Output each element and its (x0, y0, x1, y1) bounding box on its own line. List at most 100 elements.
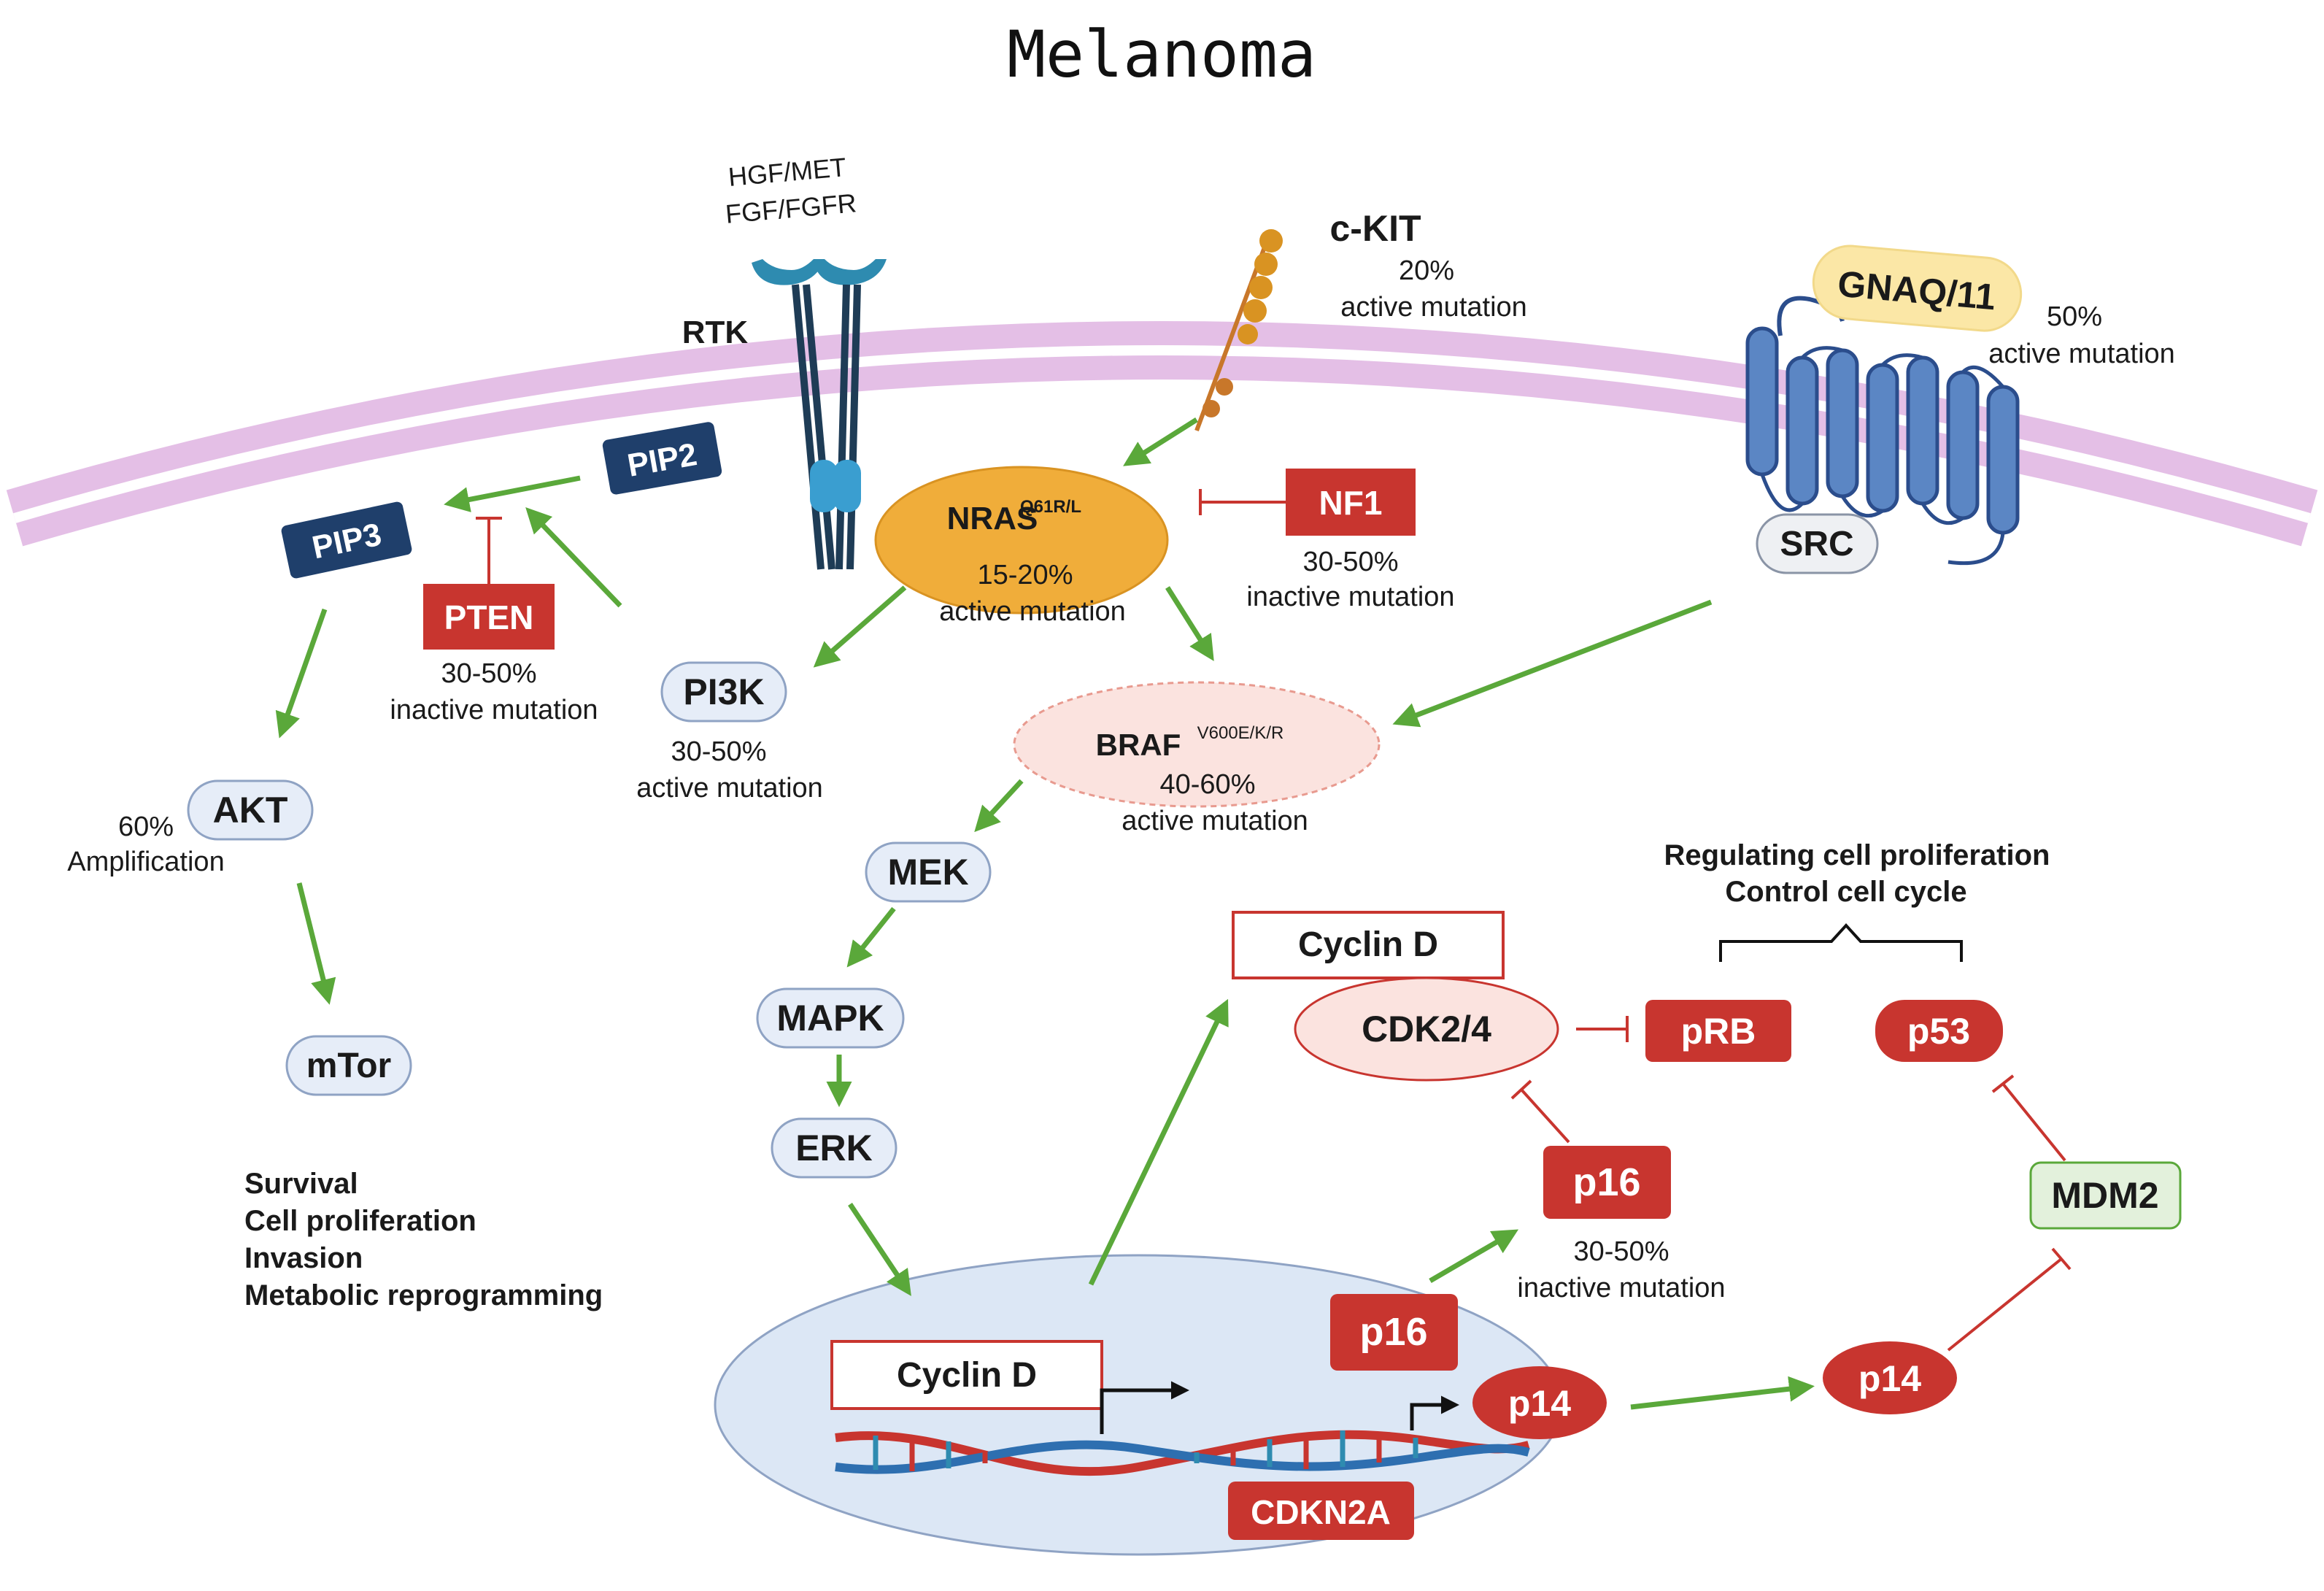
arrow-nras-to-braf (1165, 586, 1214, 661)
transcription-arrow-cyclind (1100, 1381, 1189, 1434)
src-label: SRC (1780, 525, 1853, 563)
pip3-node: PIP3 (281, 501, 412, 579)
ckit-percent: 20% (1399, 255, 1454, 286)
arrow-akt-to-mtor (296, 882, 336, 1005)
inhibit-pten-pip (476, 517, 502, 584)
activation-arrows (275, 417, 1815, 1410)
p14-nuclear-node: p14 (1472, 1366, 1607, 1439)
pi3k-mutation: active mutation (636, 773, 823, 804)
p53-node: p53 (1875, 1000, 2003, 1062)
arrow-erk-to-nucleus (848, 1203, 911, 1296)
dna-helix (835, 1430, 1530, 1476)
arrow-p14-nuclear-to-p14 (1630, 1376, 1815, 1410)
inhibit-p16-cdk (1510, 1079, 1570, 1144)
inhibition-lines (476, 489, 2072, 1352)
cyclind-top-label: Cyclin D (1298, 925, 1438, 964)
nras-node: NRAS Q61R/L 15-20% (874, 466, 1169, 615)
p16-nuclear-node: p16 (1330, 1294, 1458, 1371)
p14-nuclear-label: p14 (1508, 1383, 1571, 1424)
nf1-label: NF1 (1319, 484, 1383, 522)
braf-percent: 40-60% (1160, 769, 1256, 800)
braf-superscript: V600E/K/R (1197, 723, 1284, 743)
nras-percent: 15-20% (978, 560, 1073, 590)
p16-top-node: p16 (1543, 1146, 1671, 1219)
cyclind-nuclear-label: Cyclin D (897, 1356, 1037, 1395)
arrow-pip2-to-pip3 (444, 475, 581, 512)
nf1-node: NF1 (1286, 469, 1416, 536)
rtk-label: RTK (682, 315, 749, 350)
gnaq-badge: GNAQ/11 (1812, 244, 2023, 332)
cdk-label: CDK2/4 (1362, 1009, 1491, 1049)
cyclind-nuclear-node: Cyclin D (830, 1340, 1103, 1410)
outcome-item: Invasion (244, 1242, 363, 1274)
p16-percent: 30-50% (1574, 1236, 1669, 1267)
nf1-percent: 30-50% (1303, 547, 1399, 577)
p16-top-label: p16 (1572, 1160, 1640, 1204)
arrow-nucleus-to-cyclind (1088, 998, 1229, 1286)
pten-percent: 30-50% (441, 658, 537, 689)
rtk-receptor (752, 259, 887, 570)
nf1-mutation: inactive mutation (1246, 582, 1454, 612)
arrow-p16-nuclear-to-p16 (1429, 1229, 1519, 1284)
transcription-arrow-p14 (1410, 1395, 1459, 1430)
pi3k-label: PI3K (683, 671, 764, 712)
ckit-receptor (1194, 229, 1283, 432)
mdm2-node: MDM2 (2029, 1161, 2182, 1230)
inhibit-p14-mdm2 (1947, 1247, 2072, 1352)
p14-right-node: p14 (1823, 1341, 1957, 1414)
rtk-ligand-label-1: HGF/MET (727, 152, 847, 192)
bracket: Regulating cell proliferation Control ce… (1664, 839, 2050, 962)
mapk-label: MAPK (776, 998, 884, 1039)
src-node: SRC (1756, 513, 1879, 574)
akt-label: AKT (213, 790, 288, 831)
p53-label: p53 (1907, 1011, 1970, 1052)
akt-percent: 60% (118, 812, 174, 842)
cdkn2a-label: CDKN2A (1251, 1493, 1391, 1531)
pi3k-percent: 30-50% (671, 736, 767, 767)
mtor-node: mTor (285, 1035, 412, 1096)
outcome-item: Metabolic reprogramming (244, 1279, 603, 1311)
gnaq-mutation: active mutation (1988, 339, 2175, 369)
p14-right-label: p14 (1858, 1358, 1921, 1399)
braf-label: BRAF (1096, 728, 1181, 762)
arrow-pip3-to-akt (275, 608, 328, 739)
pten-node: PTEN (423, 584, 555, 650)
ckit-mutation: active mutation (1340, 292, 1527, 323)
mtor-label: mTor (306, 1047, 391, 1085)
erk-node: ERK (771, 1117, 897, 1179)
inhibit-nf1-nras (1199, 489, 1286, 515)
outcome-item: Survival (244, 1168, 358, 1200)
arrow-braf-to-mek (974, 779, 1024, 833)
arrow-src-to-braf (1392, 599, 1713, 728)
mek-node: MEK (865, 841, 992, 903)
gnaq-gpcr-receptor (1745, 296, 2020, 566)
pten-label: PTEN (444, 598, 534, 636)
outcome-item: Cell proliferation (244, 1205, 476, 1237)
arrow-pi3k-to-pip3 (525, 506, 622, 608)
akt-mutation: Amplification (67, 847, 224, 877)
pi3k-node: PI3K (660, 661, 787, 723)
inhibit-mdm2-p53 (1991, 1074, 2066, 1162)
akt-node: AKT (187, 779, 314, 841)
cdkn2a-node: CDKN2A (1228, 1482, 1414, 1540)
braf-node: BRAF V600E/K/R 40-60% (1013, 681, 1381, 808)
cyclind-top-node: Cyclin D (1232, 911, 1505, 979)
outcomes-list: Survival Cell proliferation Invasion Met… (244, 1168, 603, 1311)
bracket-line-1: Regulating cell proliferation (1664, 839, 2050, 871)
prb-node: pRB (1645, 1000, 1791, 1062)
p16-nuclear-label: p16 (1359, 1310, 1427, 1354)
mdm2-label: MDM2 (2051, 1175, 2158, 1216)
erk-label: ERK (795, 1128, 873, 1168)
prb-label: pRB (1681, 1011, 1756, 1052)
arrow-mek-to-mapk (846, 906, 896, 968)
pip2-node: PIP2 (602, 422, 722, 495)
cdk-node: CDK2/4 (1294, 976, 1559, 1082)
rtk-ligand-label-2: FGF/FGFR (724, 188, 857, 229)
arrow-nras-to-pi3k (813, 585, 907, 668)
gnaq-percent: 50% (2047, 301, 2102, 332)
diagram-title: Melanoma (1007, 17, 1316, 92)
arrow-ckit-to-nras (1123, 417, 1198, 466)
mapk-node: MAPK (756, 987, 905, 1049)
mek-label: MEK (887, 852, 968, 893)
